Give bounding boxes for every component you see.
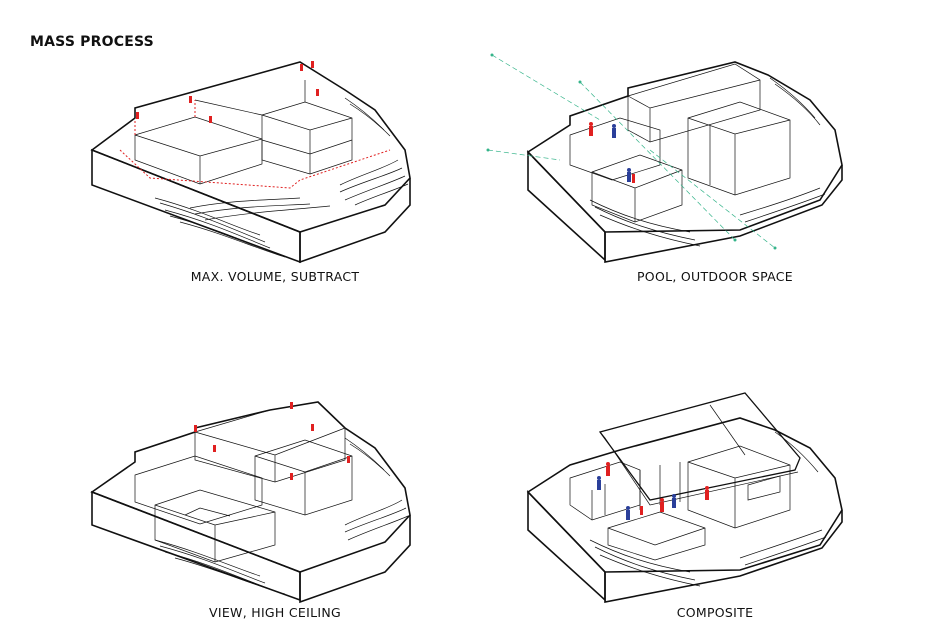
site-axonometric-3 bbox=[90, 401, 411, 604]
panel-caption: VIEW, HIGH CEILING bbox=[209, 605, 341, 620]
site-base-top bbox=[90, 61, 411, 233]
site-axonometric-4 bbox=[526, 392, 843, 603]
view-sightlines bbox=[487, 54, 776, 249]
panel-caption: MAX. VOLUME, SUBTRACT bbox=[190, 269, 360, 284]
arrow-marker-icon bbox=[136, 61, 319, 123]
site-axonometric-2 bbox=[526, 61, 843, 263]
page-title: MASS PROCESS bbox=[30, 34, 154, 50]
subtract-outline bbox=[119, 149, 391, 189]
panel-caption: COMPOSITE bbox=[676, 605, 754, 620]
person-figure-icon bbox=[597, 462, 709, 520]
panel-caption: POOL, OUTDOOR SPACE bbox=[636, 269, 794, 284]
roof-canopy bbox=[598, 392, 801, 501]
arrow-marker-icon bbox=[194, 402, 350, 480]
mass-block-right bbox=[261, 101, 353, 175]
person-figure-icon bbox=[589, 122, 635, 183]
